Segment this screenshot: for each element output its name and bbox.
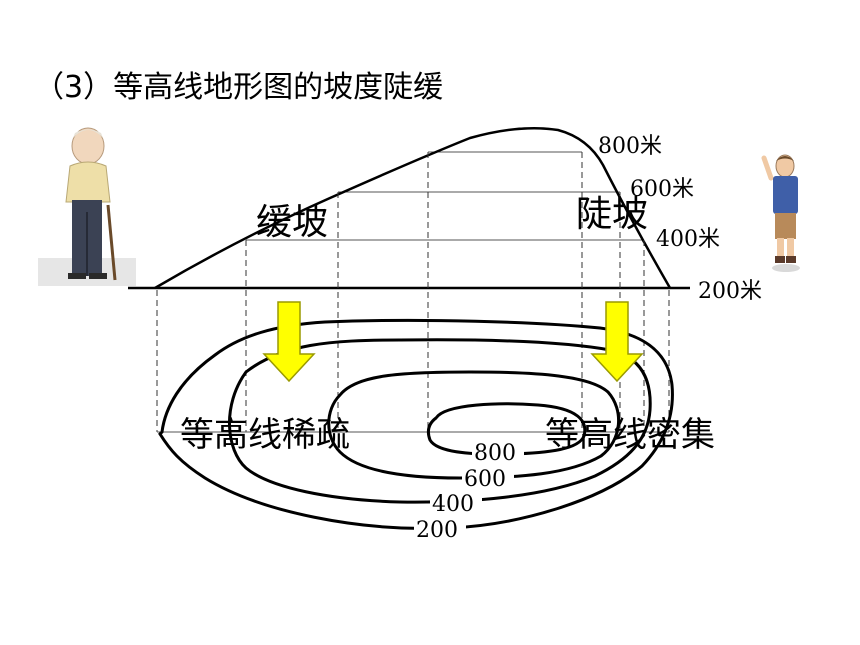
dense-contours-label: 等高线密集 (545, 415, 715, 455)
elevation-label-600: 600米 (630, 177, 694, 202)
contour-label-200: 200 (416, 518, 458, 543)
contour-400 (228, 338, 652, 504)
gentle-slope-label: 缓坡 (256, 202, 328, 243)
contour-label-600: 600 (464, 467, 506, 492)
elevation-label-200: 200米 (698, 279, 762, 304)
page-title: （3）等高线地形图的坡度陡缓 (34, 70, 444, 105)
sparse-contours-label: 等高线稀疏 (180, 415, 350, 455)
contour-label-400: 400 (432, 492, 474, 517)
contour-label-800: 800 (474, 441, 516, 466)
arrow-down-right (590, 301, 644, 383)
hill-profile-curve (154, 126, 672, 290)
terrain-profile (128, 126, 690, 290)
elevation-label-400: 400米 (656, 227, 720, 252)
contour-800 (426, 402, 587, 456)
contour-map (158, 318, 674, 530)
arrow-down-left (262, 301, 316, 383)
elevation-label-800: 800米 (598, 134, 662, 159)
steep-slope-label: 陡坡 (576, 194, 648, 235)
contour-200 (158, 318, 674, 530)
elderly-man-figure (38, 127, 136, 286)
contour-600 (327, 370, 621, 480)
boy-figure (761, 154, 800, 272)
